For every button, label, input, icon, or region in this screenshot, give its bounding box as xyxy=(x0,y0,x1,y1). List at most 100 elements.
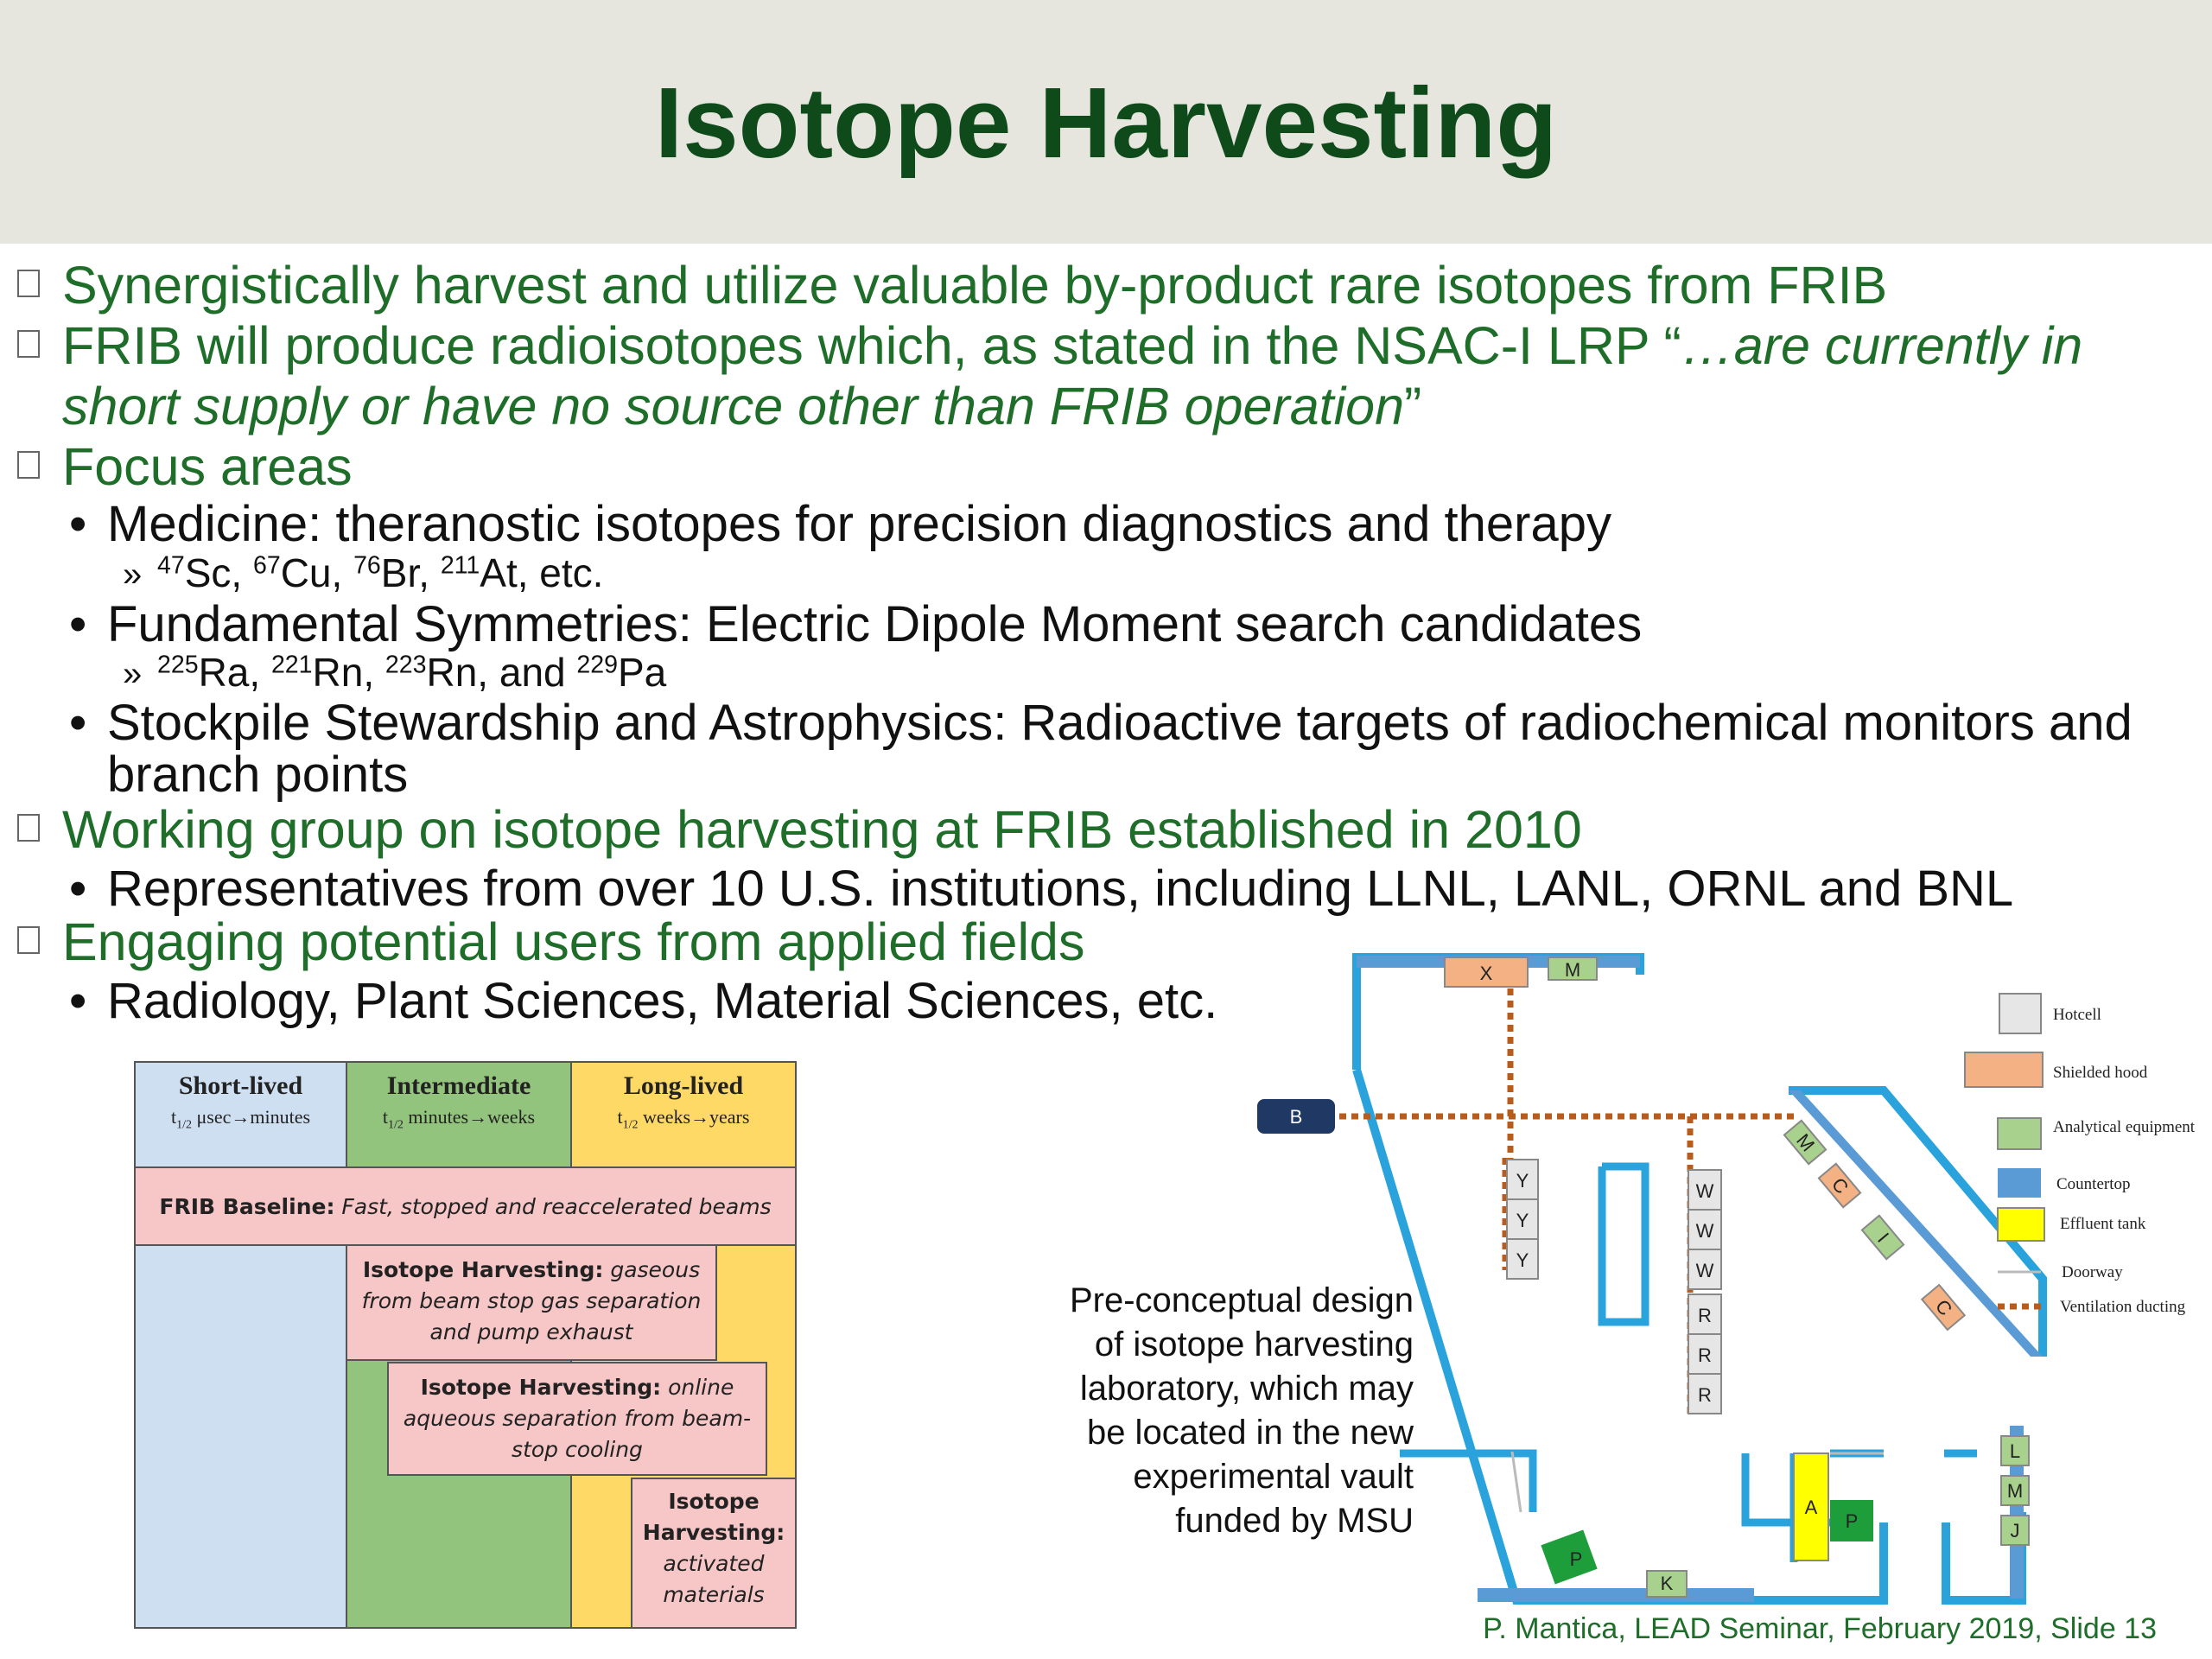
isotope-mass-number: 229 xyxy=(576,651,618,679)
effluent-tank-a xyxy=(1793,1452,1829,1561)
bullet-dot-icon: • xyxy=(69,695,87,751)
gaseous-harvesting-box: Isotope Harvesting: gaseous from beam st… xyxy=(346,1244,717,1361)
raquo-icon: » xyxy=(123,655,143,693)
svg-text:Shielded hood: Shielded hood xyxy=(2053,1064,2148,1082)
analytical-m-label: M xyxy=(1565,959,1580,981)
short-lived-header: Short-lived t1/2 μsec→minutes xyxy=(170,1071,311,1132)
svg-text:Countertop: Countertop xyxy=(2056,1175,2131,1193)
effluent-a-label: A xyxy=(1805,1497,1818,1518)
bullet-synergistically: Synergistically harvest and utilize valu… xyxy=(62,256,1888,315)
equip-p-right xyxy=(1830,1500,1873,1541)
hotcell-y-label: Y xyxy=(1516,1210,1529,1231)
subbullet-fundamental-symmetries: Fundamental Symmetries: Electric Dipole … xyxy=(107,596,1643,652)
isotope-mass-number: 225 xyxy=(157,651,199,679)
svg-text:Analytical equipment: Analytical equipment xyxy=(2053,1118,2196,1136)
lab-legend: Hotcell Shielded hood Analytical equipme… xyxy=(1964,993,2196,1316)
hotcell-w-label: W xyxy=(1696,1180,1714,1202)
isotope-element: Br xyxy=(380,550,419,595)
svg-text:Ventilation ducting: Ventilation ducting xyxy=(2060,1298,2186,1316)
hotcell-r-label: R xyxy=(1698,1384,1712,1406)
isotope-element: Ra xyxy=(198,650,250,695)
hotcells-y xyxy=(1506,1159,1539,1280)
bullet-frib-produce-cont: short supply or have no source other tha… xyxy=(62,377,1422,435)
isotope-mass-number: 76 xyxy=(353,551,381,580)
isotope-separator: , xyxy=(231,550,253,595)
subbullet-stockpile: Stockpile Stewardship and Astrophysics: … xyxy=(107,695,2133,751)
short-lived-column xyxy=(134,1061,347,1629)
isotope-list-medicine: 47Sc, 67Cu, 76Br, 211At, etc. xyxy=(157,553,603,593)
door-b xyxy=(1257,1099,1335,1134)
isotope-element: Rn xyxy=(312,650,364,695)
hotcell-w-label: W xyxy=(1696,1220,1714,1242)
bullet-dot-icon: • xyxy=(69,973,87,1029)
diagonal-equipment xyxy=(1783,1119,1967,1332)
bullet-frib-produce: FRIB will produce radioisotopes which, a… xyxy=(62,316,2083,375)
bullet-dot-icon: • xyxy=(69,596,87,652)
bullet-focus-areas: Focus areas xyxy=(62,437,353,496)
isotope-mass-number: 67 xyxy=(252,551,281,580)
ventilation-ducting xyxy=(1339,976,1794,1415)
isotope-element: Pa xyxy=(617,650,667,695)
isotope-element: Sc xyxy=(184,550,232,595)
title-bar xyxy=(0,0,2212,244)
subbullet-stockpile-cont: branch points xyxy=(107,747,409,803)
bullet-dot-icon: • xyxy=(69,861,87,917)
bullet-engaging-users: Engaging potential users from applied fi… xyxy=(62,912,1085,971)
hotcell-y-label: Y xyxy=(1516,1170,1529,1192)
analytical-k-label: K xyxy=(1661,1573,1674,1594)
hotcell-r-label: R xyxy=(1698,1305,1712,1326)
frib-baseline-box: FRIB Baseline: Fast, stopped and reaccel… xyxy=(134,1166,797,1246)
raquo-icon: » xyxy=(123,556,143,594)
lab-floorplan-diagram: B X M Y Y Y W W W R R R M C I C L M J xyxy=(1257,953,2196,1605)
isotope-mass-number: 221 xyxy=(270,651,313,679)
equip-l-label: L xyxy=(2010,1440,2020,1462)
hotcell-y-label: Y xyxy=(1516,1249,1529,1271)
right-equipment xyxy=(2000,1435,2030,1546)
isotope-element: At xyxy=(480,550,518,595)
isotope-separator: , and xyxy=(477,650,577,695)
isotope-separator: , xyxy=(331,550,354,595)
bullet-square-icon xyxy=(17,451,40,479)
bullet-working-group: Working group on isotope harvesting at F… xyxy=(62,800,1582,859)
equip-p-left-label: P xyxy=(1570,1548,1583,1570)
isotope-separator: , etc. xyxy=(517,550,604,595)
bullet-square-icon xyxy=(17,926,40,954)
shielded-hood-x xyxy=(1444,957,1529,988)
equip-p-left xyxy=(1541,1529,1598,1585)
isotope-mass-number: 211 xyxy=(440,551,480,580)
bullet-dot-icon: • xyxy=(69,496,87,552)
isotope-separator: , xyxy=(363,650,385,695)
hotcell-r-label: R xyxy=(1698,1344,1712,1366)
bullet-square-icon xyxy=(17,330,40,358)
lab-caption: Pre-conceptual design of isotope harvest… xyxy=(1069,1281,1414,1540)
door-b-label: B xyxy=(1290,1106,1303,1128)
isotope-separator: , xyxy=(418,550,441,595)
slide-title: Isotope Harvesting xyxy=(654,67,1558,179)
hotcells-w-r xyxy=(1688,1169,1722,1414)
hotcell-w-label: W xyxy=(1696,1260,1714,1281)
isotope-mass-number: 223 xyxy=(385,651,427,679)
subbullet-radiology: Radiology, Plant Sciences, Material Scie… xyxy=(107,973,1218,1029)
doorways xyxy=(1510,1451,1884,1513)
isotope-list-edm: 225Ra, 221Rn, 223Rn, and 229Pa xyxy=(157,652,666,692)
bullet-square-icon xyxy=(17,814,40,842)
isotope-element: Rn xyxy=(426,650,478,695)
intermediate-header: Intermediate t1/2 minutes→weeks xyxy=(382,1071,536,1132)
svg-text:Effluent tank: Effluent tank xyxy=(2060,1215,2146,1233)
isotope-mass-number: 47 xyxy=(157,551,185,580)
equip-j-label: J xyxy=(2011,1520,2020,1541)
equip-m-label: M xyxy=(2007,1480,2023,1502)
isotope-separator: , xyxy=(249,650,271,695)
svg-text:Doorway: Doorway xyxy=(2062,1263,2123,1281)
activated-materials-box: Isotope Harvesting: activated materials xyxy=(631,1478,797,1629)
long-lived-header: Long-lived t1/2 weeks→years xyxy=(617,1071,750,1132)
aqueous-harvesting-box: Isotope Harvesting: online aqueous separ… xyxy=(387,1362,767,1476)
isotope-element: Cu xyxy=(280,550,332,595)
analytical-m-top xyxy=(1548,957,1598,981)
analytical-k xyxy=(1646,1570,1688,1598)
bullet-square-icon xyxy=(17,270,40,297)
subbullet-representatives: Representatives from over 10 U.S. instit… xyxy=(107,861,2014,917)
svg-text:Hotcell: Hotcell xyxy=(2053,1006,2101,1024)
hood-x-label: X xyxy=(1480,963,1493,984)
equip-p-label: P xyxy=(1846,1510,1859,1532)
